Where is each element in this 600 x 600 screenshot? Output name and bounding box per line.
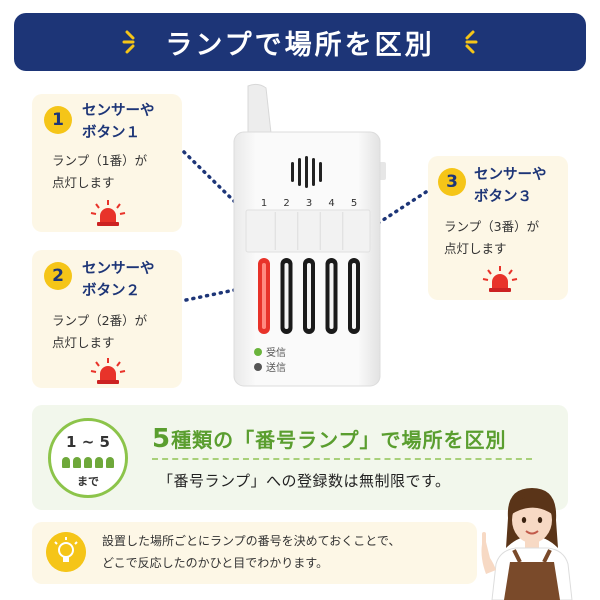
card-number-1: 1: [44, 106, 72, 134]
siren-lamp-icon: [482, 266, 518, 292]
receive-label: 受信: [266, 347, 286, 359]
spark-right-icon: [465, 30, 478, 54]
card-title-1b: ボタン１: [82, 125, 140, 141]
headline-number: 5: [152, 424, 172, 454]
card-text-3a: ランプ（3番）が: [444, 219, 540, 234]
send-indicator: [254, 363, 262, 371]
card-text-2b: 点灯します: [52, 335, 115, 350]
lamp-number-3: 3: [306, 198, 312, 209]
card-text-1b: 点灯します: [52, 175, 115, 190]
lamp-number-1: 1: [261, 198, 267, 209]
page-title: ランプで場所を区別: [165, 29, 435, 61]
card-title-1a: センサーや: [82, 103, 155, 119]
tip-line-1: 設置した場所ごとにランプの番号を決めておくことで、: [102, 534, 401, 548]
staff-person-illustration: [481, 488, 573, 600]
headline-text: 種類の「番号ランプ」で場所を区別: [171, 428, 507, 452]
range-badge: 1 ~ 5 まで: [48, 418, 128, 498]
summary-headline: 5種類の「番号ランプ」で場所を区別: [152, 424, 507, 454]
card-title-2b: ボタン２: [82, 283, 140, 299]
lamp-number-5: 5: [351, 198, 357, 209]
range-until: まで: [77, 475, 99, 488]
card-title-2a: センサーや: [82, 261, 155, 277]
mini-lamps-icon: [62, 457, 114, 469]
card-number-2: 2: [44, 262, 72, 290]
lamp-number-2: 2: [283, 198, 289, 209]
lamp-highlight-4: [329, 263, 334, 329]
card-number-3: 3: [438, 168, 466, 196]
card-text-3b: 点灯します: [444, 241, 507, 256]
tip-panel: [32, 522, 477, 584]
lamp-highlight-5: [352, 263, 356, 329]
lamp-highlight-2: [284, 263, 289, 329]
tip-line-2: どこで反応したのかひと目でわかります。: [102, 556, 329, 570]
tip-text: 設置した場所ごとにランプの番号を決めておくことで、 どこで反応したのかひと目でわ…: [102, 530, 400, 574]
lamp-highlight-3: [307, 263, 311, 329]
lamp-number-4: 4: [328, 198, 334, 209]
lamp-highlight-1: [262, 263, 266, 329]
siren-lamp-icon: [90, 358, 126, 384]
card-title-3b: ボタン３: [474, 189, 532, 205]
number-window: [245, 209, 371, 253]
card-text-2a: ランプ（2番）が: [52, 313, 148, 328]
card-text-1a: ランプ（1番）が: [52, 153, 148, 168]
summary-subline: 「番号ランプ」への登録数は無制限です。: [158, 472, 451, 490]
receive-indicator: [254, 348, 262, 356]
spark-left-icon: [122, 30, 135, 54]
range-text: 1 ~ 5: [66, 433, 110, 451]
siren-lamp-icon: [90, 200, 126, 226]
dashed-divider: [152, 458, 532, 460]
title-banner: ランプで場所を区別: [14, 13, 586, 71]
card-title-3a: センサーや: [474, 167, 547, 183]
send-label: 送信: [266, 361, 286, 374]
receiver-device: 1 2 3 4 5 受信 送信: [233, 83, 386, 387]
speaker-grille: [291, 156, 322, 188]
lightbulb-icon: [46, 532, 86, 572]
